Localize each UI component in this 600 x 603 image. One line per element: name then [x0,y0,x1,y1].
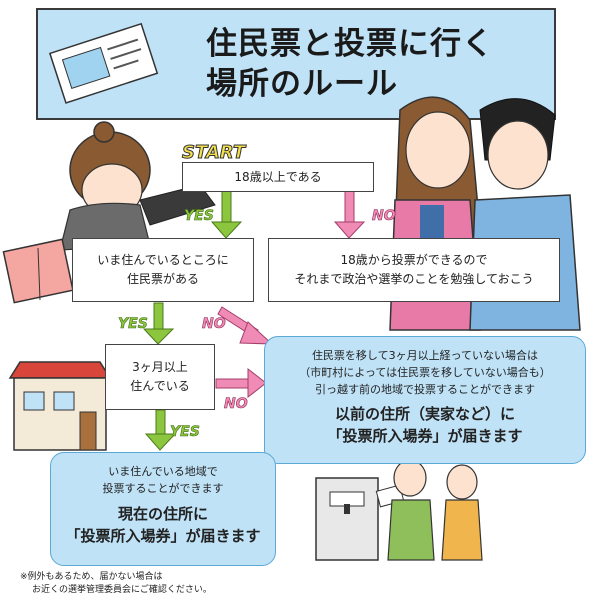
title-banner: 住民票と投票に行く 場所のルール [36,8,556,120]
result-current-address: いま住んでいる地域で 投票することができます 現在の住所に 「投票所入場券」が届… [50,452,276,566]
q2-line-2: 住民票がある [126,272,199,286]
under-18-message: 18歳から投票ができるので それまで政治や選挙のことを勉強しておこう [268,238,560,302]
curr-strong-2: 「投票所入場券」が届きます [65,527,261,545]
yes-label-3: YES [170,424,200,441]
no-arrow-3 [215,367,267,399]
footnote-line-1: ※例外もあるため、届かない場合は [20,572,163,582]
prev-line-1: 住民票を移して3ヶ月以上経っていない場合は [311,349,539,362]
yes-arrow-1 [210,189,243,239]
question-three-months: 3ヶ月以上 住んでいる [105,344,215,410]
result-previous-address: 住民票を移して3ヶ月以上経っていない場合は （市町村によっては住民票を移していな… [264,336,586,464]
prev-line-3: 引っ越す前の地域で投票することができます [315,383,535,396]
no-arrow-1 [333,189,366,239]
prev-strong-1: 以前の住所（実家など）に [334,405,515,423]
no-arrow-2 [217,306,274,345]
title-line-1: 住民票と投票に行く [206,26,494,62]
no-label-3: NO [224,396,248,413]
yes-label-1: YES [184,208,214,225]
q2-line-1: いま住んでいるところに [97,253,229,267]
yes-arrow-2 [142,302,175,345]
curr-line-1: いま住んでいる地域で [108,465,218,478]
curr-strong-1: 現在の住所に [117,505,208,523]
footnote: ※例外もあるため、届かない場合は お近くの選挙管理委員会にご確認ください。 [20,571,212,597]
no-label-1: NO [372,208,396,225]
yes-label-2: YES [118,316,148,333]
question-age: 18歳以上である [182,162,374,192]
under18-line-1: 18歳から投票ができるので [340,253,488,267]
under18-line-2: それまで政治や選挙のことを勉強しておこう [294,272,534,286]
prev-strong-2: 「投票所入場券」が届きます [327,427,523,445]
q3-line-1: 3ヶ月以上 [132,360,188,374]
question-residence-registration: いま住んでいるところに 住民票がある [72,238,254,302]
start-label: START [181,142,246,164]
title-line-2: 場所のルール [206,66,398,102]
mailbox-scene-illustration [315,459,483,561]
question-age-text: 18歳以上である [234,170,322,184]
house-illustration [8,361,112,451]
prev-line-2: （市町村によっては住民票を移していない場合も） [299,366,551,379]
page-title: 住民票と投票に行く 場所のルール [206,24,546,104]
curr-line-2: 投票することができます [102,482,224,495]
ballot-ticket-illustration [48,22,159,104]
footnote-line-2: お近くの選挙管理委員会にご確認ください。 [32,585,212,595]
q3-line-2: 住んでいる [130,379,190,393]
yes-arrow-3 [144,409,177,451]
no-label-2: NO [202,316,226,333]
